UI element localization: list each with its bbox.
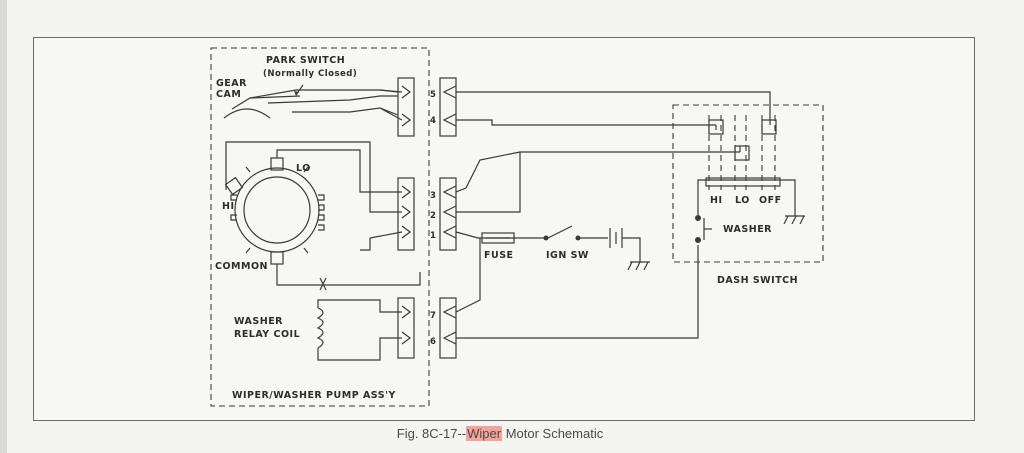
terminal-4: 4 <box>430 116 436 126</box>
label-normally-closed: (Normally Closed) <box>263 69 357 79</box>
terminal-2: 2 <box>430 211 436 221</box>
terminal-7: 7 <box>430 311 436 321</box>
harness-connector-a <box>439 77 457 137</box>
label-washer-relay: WASHER <box>234 316 283 327</box>
label-hi: HI <box>222 201 235 212</box>
label-switch-lo: LO <box>735 195 750 206</box>
label-dash-switch: DASH SWITCH <box>717 275 798 286</box>
terminal-1: 1 <box>430 231 436 241</box>
terminal-3: 3 <box>430 191 436 201</box>
battery <box>609 228 650 271</box>
label-lo: LO <box>296 163 311 174</box>
page-edge <box>0 0 7 453</box>
pump-assembly-box <box>210 47 430 407</box>
dash-switch-contacts <box>695 115 805 243</box>
label-switch-off: OFF <box>759 195 782 206</box>
figure-frame <box>33 37 975 421</box>
park-switch <box>249 84 399 116</box>
caption-highlight: Wiper <box>466 426 503 441</box>
label-ign-sw: IGN SW <box>546 250 589 261</box>
ignition-switch <box>514 225 608 241</box>
gear-cam <box>223 108 271 119</box>
label-gear: GEAR <box>216 78 247 89</box>
harness-connector-c <box>439 297 457 359</box>
connector-pins <box>401 85 457 345</box>
figure-caption: Fig. 8C-17--Wiper Motor Schematic <box>0 426 1000 441</box>
terminal-5: 5 <box>430 90 436 100</box>
harness-connector-b <box>439 177 457 251</box>
caption-suffix: Motor Schematic <box>502 426 604 441</box>
ground-battery <box>627 261 650 271</box>
label-fuse: FUSE <box>484 250 514 261</box>
label-relay-coil: RELAY COIL <box>234 329 300 340</box>
caption-prefix: Fig. 8C-17-- <box>396 426 467 441</box>
ground-dash <box>783 215 805 225</box>
label-assembly: WIPER/WASHER PUMP ASS'Y <box>232 390 396 401</box>
label-cam: CAM <box>216 89 241 100</box>
fuse <box>481 232 515 244</box>
label-switch-hi: HI <box>710 195 723 206</box>
dash-switch-box <box>672 104 824 263</box>
terminal-6: 6 <box>430 337 436 347</box>
connector-a <box>397 77 415 137</box>
label-washer-button: WASHER <box>723 224 772 235</box>
label-common: COMMON <box>215 261 268 272</box>
connector-b <box>397 177 415 251</box>
washer-relay-coil <box>316 299 402 361</box>
connector-c <box>397 297 415 359</box>
label-park-switch: PARK SWITCH <box>266 55 345 66</box>
